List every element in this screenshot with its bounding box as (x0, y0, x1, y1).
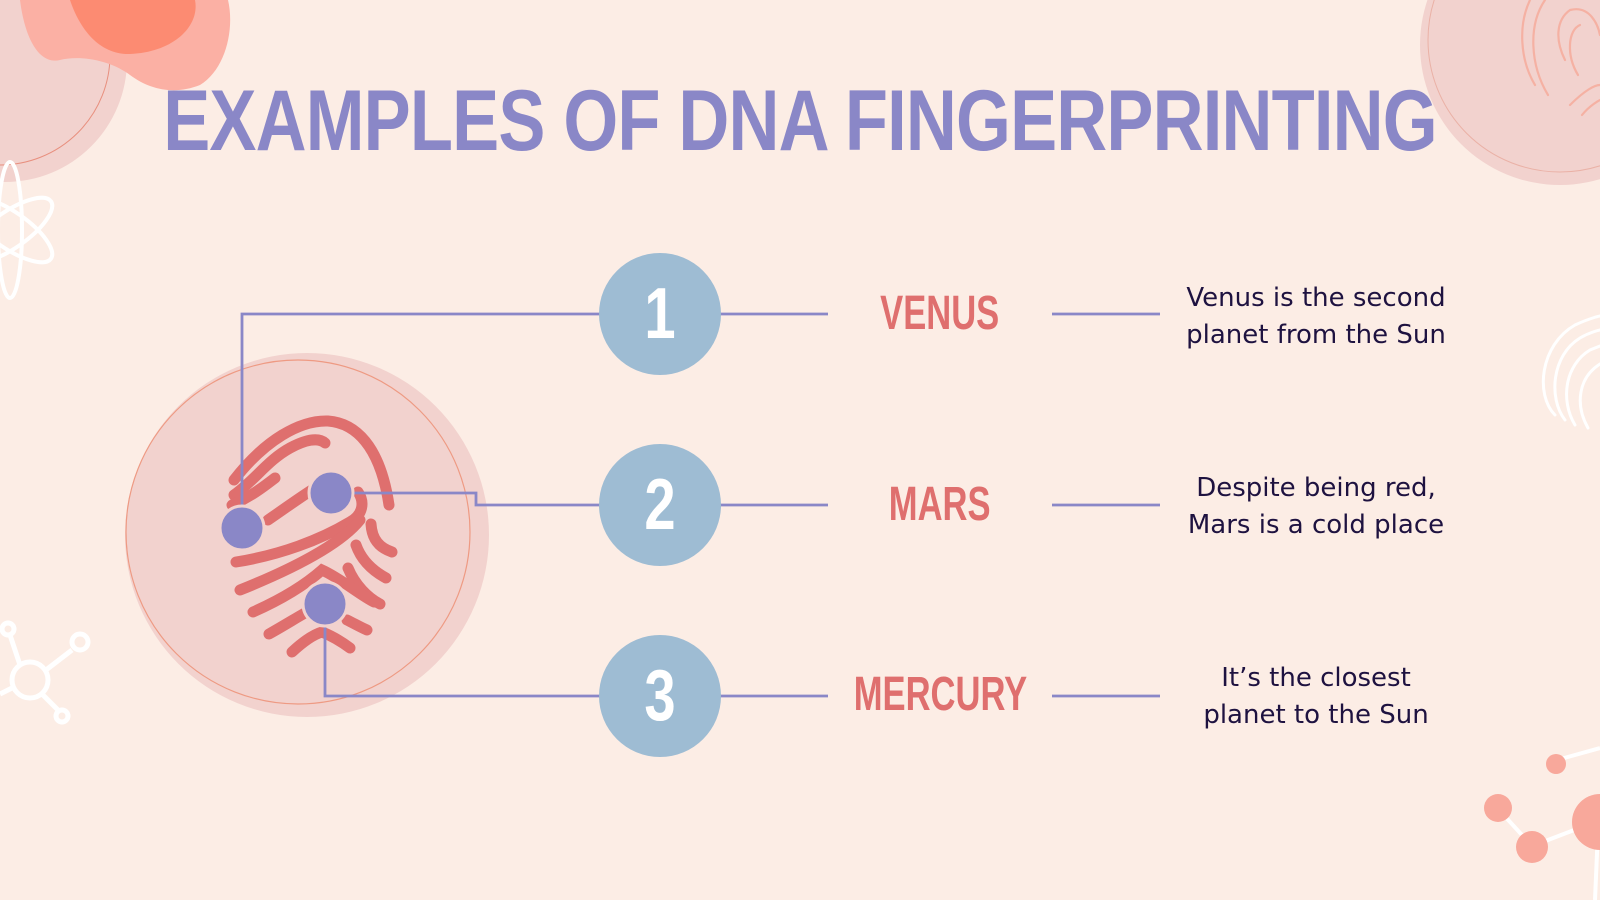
connector-1 (240, 312, 600, 528)
fingerprint-icon-right (1541, 314, 1600, 430)
slide-title: EXAMPLES OF DNA FINGERPRINTING (163, 73, 1437, 169)
connector-2 (331, 491, 600, 507)
item-description-1: Venus is the second planet from the Sun (1156, 280, 1476, 354)
item-description-2: Despite being red, Mars is a cold place (1156, 470, 1476, 544)
description-line: planet to the Sun (1203, 700, 1429, 730)
number-1: 1 (644, 274, 676, 354)
item-label-2: MARS (820, 481, 1060, 529)
description-line: planet from the Sun (1186, 320, 1446, 350)
item-description-3: It’s the closest planet to the Sun (1156, 660, 1476, 734)
marker-1 (218, 504, 266, 552)
marker-2 (307, 469, 355, 517)
number-badge-1: 1 (599, 253, 721, 375)
fingerprint-icon (226, 415, 398, 658)
item-label-1: VENUS (820, 290, 1060, 338)
molecule-icon-bottom-right (1484, 746, 1600, 900)
label-text-1: VENUS (880, 287, 1000, 340)
description-line: Despite being red, (1196, 473, 1436, 503)
item-label-3: MERCURY (820, 671, 1060, 719)
connector-3 (323, 604, 600, 698)
number-3: 3 (644, 656, 676, 736)
molecule-icon-left (0, 620, 91, 725)
top-left-blob-decoration (0, 0, 231, 182)
description-line: Mars is a cold place (1187, 510, 1445, 540)
number-badge-2: 2 (599, 444, 721, 566)
number-badge-3: 3 (599, 635, 721, 757)
number-2: 2 (644, 465, 676, 545)
connector-lines (240, 312, 1160, 698)
fingerprint-badge (125, 353, 489, 717)
description-line: Venus is the second (1186, 283, 1446, 313)
marker-3 (301, 580, 349, 628)
label-text-2: MARS (889, 478, 991, 531)
atom-icon (0, 160, 55, 300)
fingerprint-markers (218, 469, 355, 628)
description-line: It’s the closest (1221, 663, 1411, 693)
label-text-3: MERCURY (853, 668, 1028, 721)
top-right-fingerprint-decoration (1420, 0, 1600, 185)
